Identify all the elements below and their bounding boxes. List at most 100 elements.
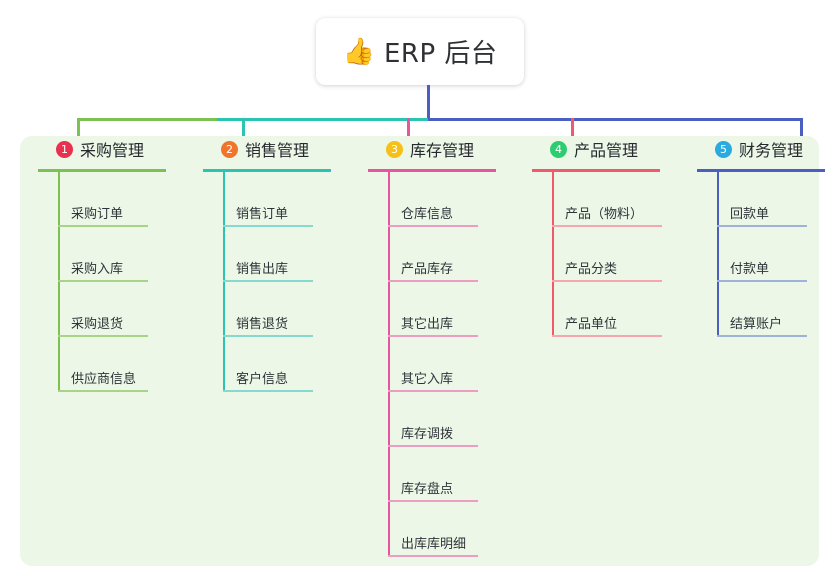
branch-header-5[interactable]: 5 财务管理: [697, 136, 839, 162]
branch-item-label: 采购退货: [71, 317, 124, 332]
branch-spine: [717, 172, 719, 337]
branch-item[interactable]: 采购退货: [38, 282, 196, 337]
bus-segment-teal: [217, 118, 428, 121]
branch-item-label: 产品单位: [565, 317, 618, 332]
branch-item[interactable]: 产品分类: [532, 227, 690, 282]
branch-item-underline: [223, 225, 313, 227]
branch-item[interactable]: 产品单位: [532, 282, 690, 337]
branch-underline: [203, 169, 331, 172]
branch-item-underline: [388, 500, 478, 502]
root-node-card[interactable]: 👍 ERP 后台: [316, 18, 524, 85]
branch-spine: [552, 172, 554, 337]
branch-item-underline: [552, 225, 662, 227]
branch-item-underline: [717, 280, 807, 282]
branch-column-4: 4 产品管理产品（物料） 产品分类产品单位: [532, 136, 690, 337]
branch-item-label: 库存盘点: [401, 482, 454, 497]
bus-segment-blue: [428, 118, 803, 121]
branch-number-badge: 5: [715, 140, 732, 158]
branch-item-underline: [552, 335, 662, 337]
branch-item[interactable]: 库存盘点: [368, 447, 526, 502]
branch-item-label: 库存调拨: [401, 427, 454, 442]
branch-item[interactable]: 销售订单: [203, 172, 361, 227]
branch-underline: [38, 169, 166, 172]
branch-item-list: 产品（物料） 产品分类产品单位: [532, 172, 690, 337]
branch-spine: [58, 172, 60, 392]
branch-title: 财务管理: [739, 141, 804, 160]
branch-item-underline: [388, 555, 478, 557]
root-stem-connector: [427, 85, 430, 119]
branch-item[interactable]: 其它入库: [368, 337, 526, 392]
branch-item-label: 回款单: [730, 207, 770, 222]
branch-item-list: 销售订单销售出库销售退货客户信息: [203, 172, 361, 392]
branch-item[interactable]: 其它出库: [368, 282, 526, 337]
branch-item-label: 其它入库: [401, 372, 454, 387]
branch-item-underline: [388, 280, 478, 282]
branch-column-5: 5 财务管理回款单付款单结算账户: [697, 136, 839, 337]
branch-item-underline: [223, 280, 313, 282]
branch-item-underline: [388, 390, 478, 392]
branch-item[interactable]: 库存调拨: [368, 392, 526, 447]
branch-item[interactable]: 销售出库: [203, 227, 361, 282]
branch-item-label: 仓库信息: [401, 207, 454, 222]
branch-item-underline: [717, 335, 807, 337]
branch-item-label: 采购入库: [71, 262, 124, 277]
branch-item-underline: [717, 225, 807, 227]
branch-header-4[interactable]: 4 产品管理: [532, 136, 690, 162]
branch-number-badge: 1: [56, 140, 73, 158]
branch-title: 产品管理: [574, 141, 639, 160]
branch-item-label: 销售出库: [236, 262, 289, 277]
branch-item-label: 产品分类: [565, 262, 618, 277]
branch-item[interactable]: 产品库存: [368, 227, 526, 282]
branch-item-label: 其它出库: [401, 317, 454, 332]
branch-item-underline: [388, 225, 478, 227]
branch-item[interactable]: 仓库信息: [368, 172, 526, 227]
branch-number-badge: 4: [550, 140, 567, 158]
branch-item-underline: [58, 225, 148, 227]
branch-item-label: 供应商信息: [71, 372, 137, 387]
branch-item-underline: [552, 280, 662, 282]
branch-header-3[interactable]: 3 库存管理: [368, 136, 526, 162]
branch-item-underline: [58, 280, 148, 282]
branch-item-label: 客户信息: [236, 372, 289, 387]
branch-item-label: 结算账户: [730, 317, 783, 332]
branch-spine: [223, 172, 225, 392]
branch-column-3: 3 库存管理仓库信息产品库存其它出库其它入库库存调拨库存盘点出库库明细: [368, 136, 526, 557]
branch-item-list: 采购订单采购入库采购退货供应商信息: [38, 172, 196, 392]
branch-item-underline: [58, 335, 148, 337]
branch-number-badge: 2: [221, 140, 238, 158]
branch-item-label: 销售订单: [236, 207, 289, 222]
branch-item[interactable]: 采购订单: [38, 172, 196, 227]
branch-item-list: 回款单付款单结算账户: [697, 172, 839, 337]
branch-item-label: 产品库存: [401, 262, 454, 277]
branch-item[interactable]: 采购入库: [38, 227, 196, 282]
branch-title: 库存管理: [410, 141, 475, 160]
branch-item[interactable]: 产品（物料）: [532, 172, 690, 227]
branch-item-underline: [223, 390, 313, 392]
branch-item-list: 仓库信息产品库存其它出库其它入库库存调拨库存盘点出库库明细: [368, 172, 526, 557]
bus-segment-green: [77, 118, 217, 121]
thumbs-up-icon: 👍: [342, 36, 375, 67]
branch-item-label: 付款单: [730, 262, 770, 277]
branch-underline: [532, 169, 660, 172]
branch-item-label: 出库库明细: [401, 537, 467, 552]
branch-item-underline: [58, 390, 148, 392]
branch-item-underline: [223, 335, 313, 337]
branch-item-label: 产品（物料）: [565, 207, 644, 222]
branch-item[interactable]: 回款单: [697, 172, 839, 227]
branch-item[interactable]: 付款单: [697, 227, 839, 282]
branch-item[interactable]: 供应商信息: [38, 337, 196, 392]
branch-number-badge: 3: [386, 140, 403, 158]
branch-underline: [368, 169, 496, 172]
branch-item-underline: [388, 445, 478, 447]
branch-item[interactable]: 出库库明细: [368, 502, 526, 557]
branch-item[interactable]: 客户信息: [203, 337, 361, 392]
branch-item[interactable]: 销售退货: [203, 282, 361, 337]
branch-item[interactable]: 结算账户: [697, 282, 839, 337]
root-node-title: ERP 后台: [383, 39, 498, 69]
